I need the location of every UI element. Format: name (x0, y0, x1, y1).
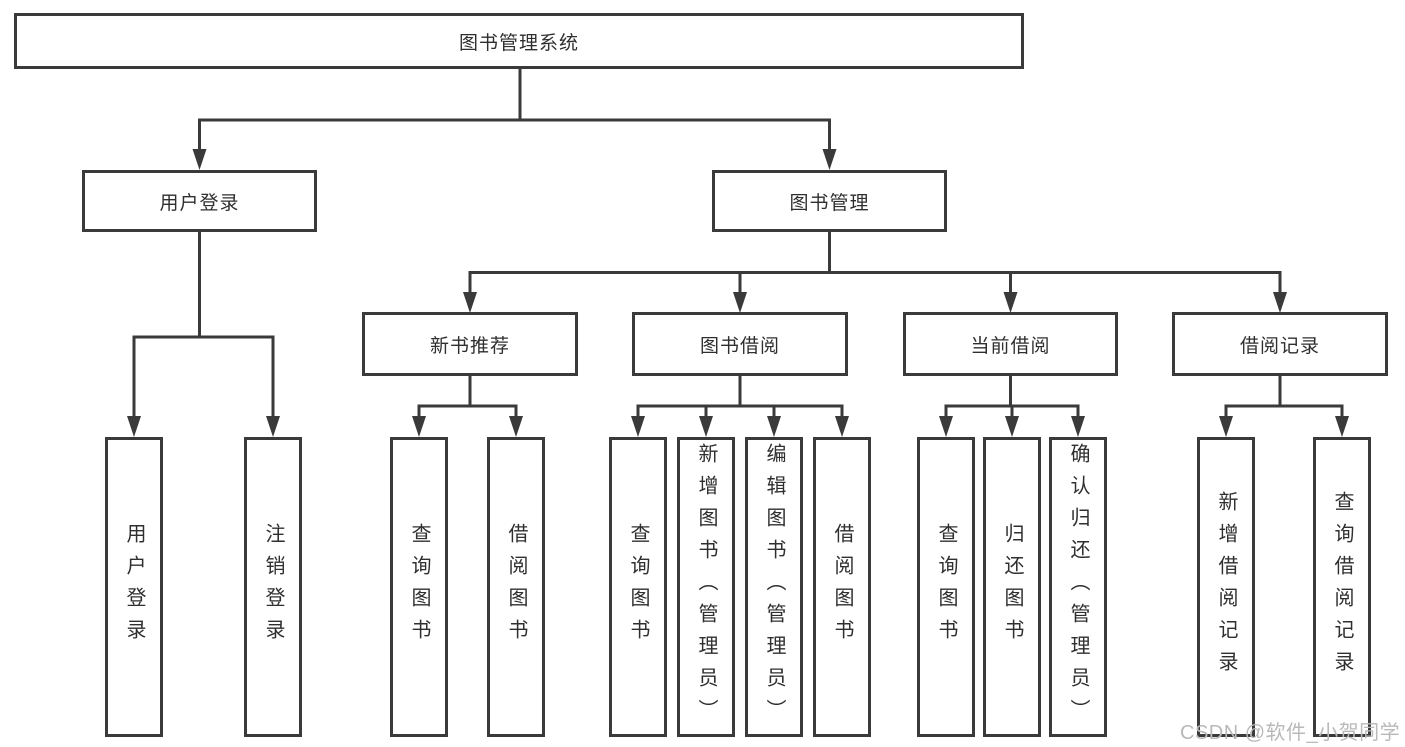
leaf-query-borrow-record-label: 查询借阅记录 (1331, 491, 1353, 683)
node-book-management: 图书管理 (712, 170, 947, 232)
node-new-book-recommend-label: 新书推荐 (429, 335, 510, 357)
leaf-query-books-1: 查询图书 (390, 437, 448, 737)
leaf-return-books: 归还图书 (983, 437, 1041, 737)
node-new-book-recommend: 新书推荐 (362, 312, 578, 376)
leaf-edit-books-admin: 编辑图书（管理员） (745, 437, 803, 737)
leaf-user-login-label: 用户登录 (123, 523, 145, 651)
node-user-login: 用户登录 (82, 170, 317, 232)
node-book-management-label: 图书管理 (789, 192, 870, 214)
leaf-query-books-2: 查询图书 (609, 437, 667, 737)
node-root: 图书管理系统 (14, 13, 1024, 69)
node-current-borrowing-label: 当前借阅 (970, 335, 1051, 357)
node-book-borrowing-label: 图书借阅 (699, 335, 780, 357)
leaf-confirm-return-admin-label: 确认归还（管理员） (1067, 443, 1089, 731)
watermark: CSDN @软件_小贺同学 (1180, 722, 1401, 744)
leaf-borrow-books-2-label: 借阅图书 (831, 523, 853, 651)
leaf-user-login: 用户登录 (105, 437, 163, 737)
leaf-query-books-1-label: 查询图书 (408, 523, 430, 651)
leaf-add-borrow-record: 新增借阅记录 (1197, 437, 1255, 737)
leaf-confirm-return-admin: 确认归还（管理员） (1049, 437, 1107, 737)
node-root-label: 图书管理系统 (458, 32, 579, 54)
leaf-query-books-3-label: 查询图书 (935, 523, 957, 651)
leaf-add-borrow-record-label: 新增借阅记录 (1215, 491, 1237, 683)
leaf-add-books-admin: 新增图书（管理员） (677, 437, 735, 737)
leaf-edit-books-admin-label: 编辑图书（管理员） (763, 443, 785, 731)
leaf-query-books-3: 查询图书 (917, 437, 975, 737)
node-current-borrowing: 当前借阅 (903, 312, 1118, 376)
leaf-borrow-books-1: 借阅图书 (487, 437, 545, 737)
node-borrow-records: 借阅记录 (1172, 312, 1388, 376)
node-book-borrowing: 图书借阅 (632, 312, 848, 376)
leaf-logout: 注销登录 (244, 437, 302, 737)
node-user-login-label: 用户登录 (159, 192, 240, 214)
leaf-add-books-admin-label: 新增图书（管理员） (695, 443, 717, 731)
leaf-query-borrow-record: 查询借阅记录 (1313, 437, 1371, 737)
leaf-logout-label: 注销登录 (262, 523, 284, 651)
arrowheads (127, 149, 1349, 437)
leaf-borrow-books-2: 借阅图书 (813, 437, 871, 737)
leaf-borrow-books-1-label: 借阅图书 (505, 523, 527, 651)
leaf-query-books-2-label: 查询图书 (627, 523, 649, 651)
node-borrow-records-label: 借阅记录 (1239, 335, 1320, 357)
leaf-return-books-label: 归还图书 (1001, 523, 1023, 651)
